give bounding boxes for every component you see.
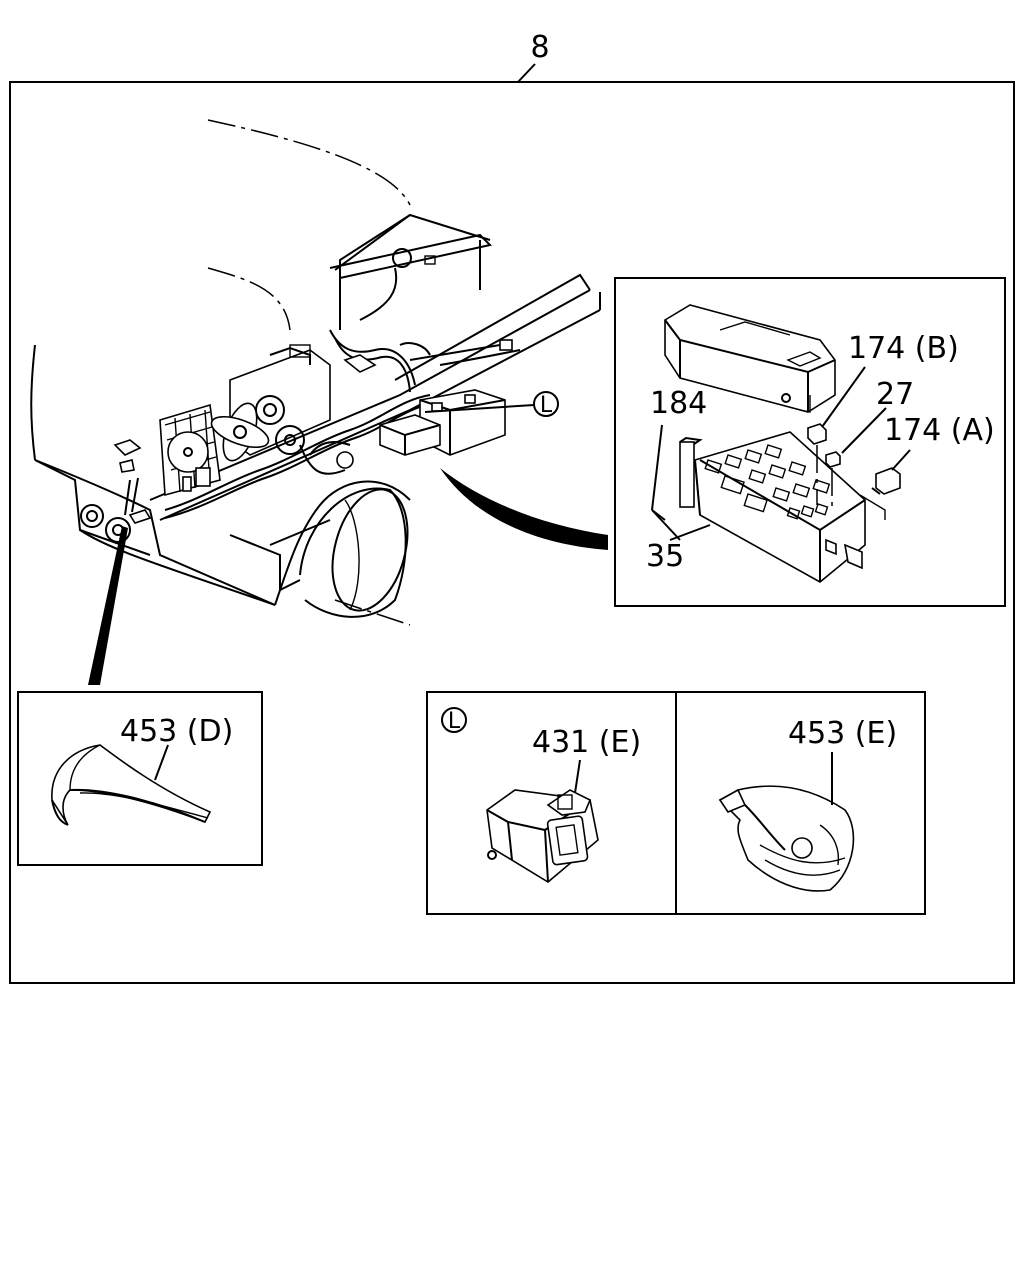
- leader-8: [517, 63, 536, 83]
- leader-453d: [154, 744, 169, 781]
- connector-431e-illustration: [486, 789, 599, 883]
- callout-431e: 431 (E): [532, 725, 641, 760]
- callout-l-main: L: [540, 393, 553, 418]
- wedge-453d: [88, 526, 128, 685]
- leader-174b: [821, 366, 866, 428]
- callout-184: 184: [650, 386, 707, 421]
- callout-27: 27: [876, 377, 914, 412]
- detail-l-circle: [441, 707, 467, 733]
- callout-453e: 453 (E): [788, 716, 897, 751]
- leader-184: [651, 424, 663, 511]
- fusebox-detail-frame: [614, 277, 1006, 607]
- leader-431e: [574, 759, 581, 794]
- grommet-453d-illustration: [51, 744, 212, 826]
- callout-174b: 174 (B): [848, 331, 959, 366]
- main-callout-label: 8: [530, 30, 549, 65]
- wedge-fusebox: [440, 468, 608, 550]
- fusebox-illustration: [664, 304, 901, 583]
- vehicle-illustration: [30, 119, 601, 626]
- grommet-453e-illustration: [718, 785, 855, 892]
- callout-35: 35: [646, 539, 684, 574]
- main-frame: [9, 81, 1015, 984]
- leader-35: [669, 524, 711, 541]
- leader-27: [841, 407, 887, 454]
- detail-453d-frame: [17, 691, 263, 866]
- callout-l-detail: L: [448, 709, 461, 734]
- callout-453d: 453 (D): [120, 714, 233, 749]
- callout-174a: 174 (A): [884, 413, 995, 448]
- leader-174a: [891, 449, 911, 471]
